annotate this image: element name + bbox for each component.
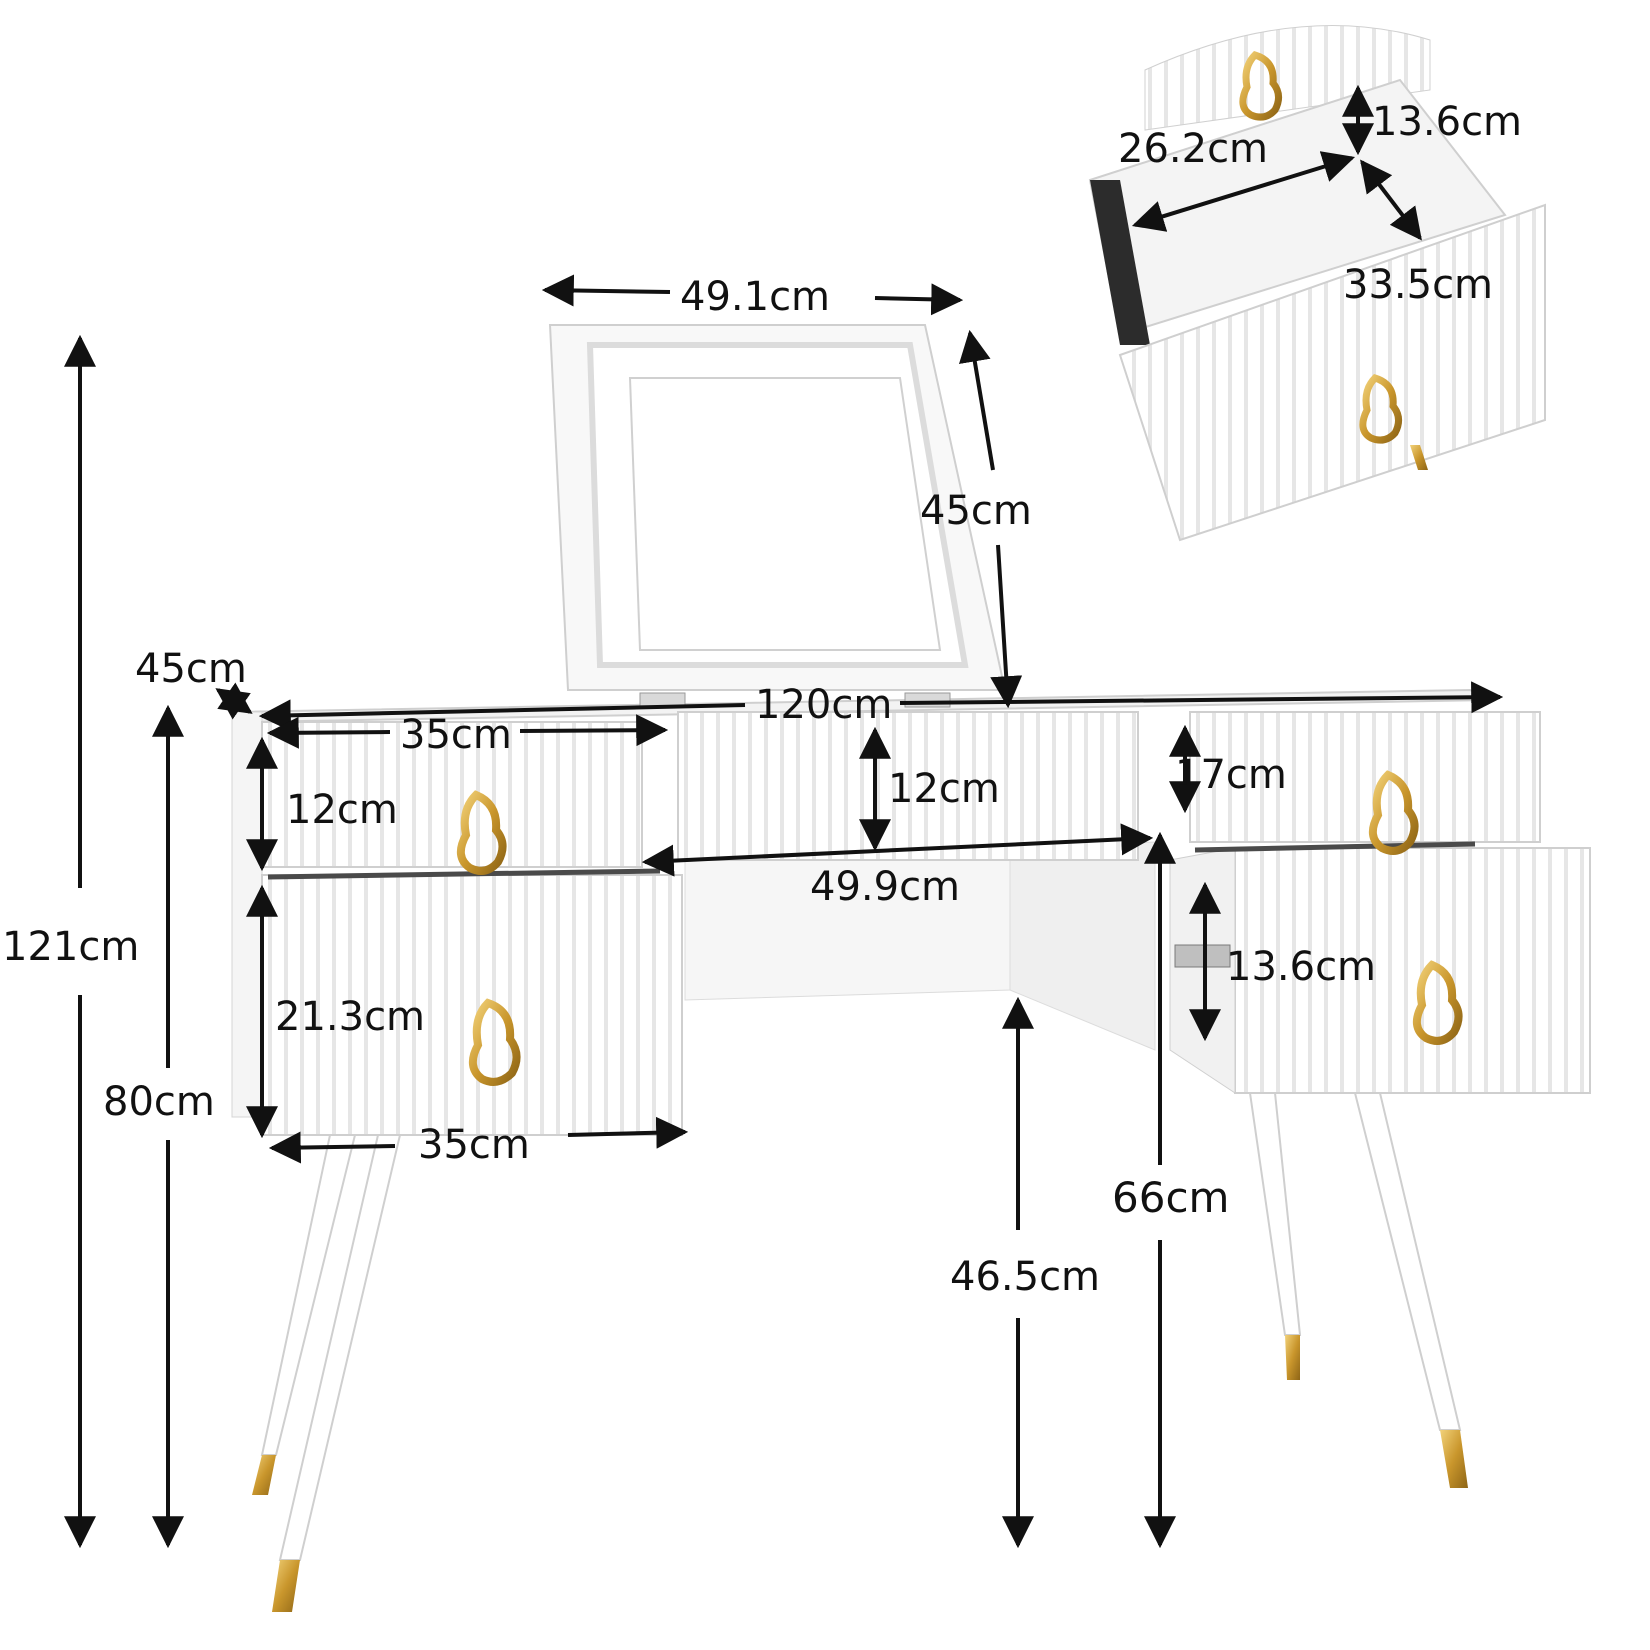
inset-drawer-width-label: 26.2cm xyxy=(1118,126,1268,172)
drawer-top-right xyxy=(1189,711,1541,843)
knee-clearance-label: 46.5cm xyxy=(950,1254,1100,1300)
mirror-height-label: 45cm xyxy=(920,488,1032,534)
top-right-drawer-height-label: 17cm xyxy=(1175,752,1287,798)
drawer-gap-left xyxy=(267,868,661,880)
dimension-labels: 49.1cm 45cm 45cm 120cm 35cm 12cm 12cm 17… xyxy=(2,99,1522,1300)
center-drawer-height-label: 12cm xyxy=(888,766,1000,812)
drawer-bottom-left xyxy=(261,874,683,1136)
gold-handle-icon xyxy=(468,998,521,1086)
gold-handle-icon xyxy=(456,790,507,875)
gold-handle-icon xyxy=(1359,374,1402,444)
gold-handle-icon xyxy=(1368,770,1419,855)
knee-space-width-label: 49.9cm xyxy=(810,864,960,910)
inset-drawer-side-rail xyxy=(1090,180,1150,345)
inset-drawer-front xyxy=(1118,203,1546,542)
drawer-bottom-right-open xyxy=(1234,847,1591,1094)
dimension-lines xyxy=(64,84,1504,1549)
left-cabinet-side xyxy=(231,711,263,1118)
top-left-drawer-width-label: 35cm xyxy=(400,712,512,758)
table-height-label: 80cm xyxy=(103,1079,215,1125)
right-leg-clearance-label: 66cm xyxy=(1112,1173,1229,1222)
flip-up-mirror xyxy=(548,324,1007,708)
total-width-label: 120cm xyxy=(755,682,892,728)
inset-drawer-depth-label: 33.5cm xyxy=(1343,262,1493,308)
top-left-drawer-height-label: 12cm xyxy=(286,787,398,833)
knee-space-side-panel xyxy=(1009,841,1156,1051)
gold-handle-icon xyxy=(1412,960,1463,1045)
total-height-label: 121cm xyxy=(2,924,139,970)
mirror-width-label: 49.1cm xyxy=(680,274,830,320)
gold-handle-icon xyxy=(1239,51,1282,121)
drawer-top-left xyxy=(261,721,643,868)
vanity-table xyxy=(229,324,1591,1612)
bottom-left-drawer-width-label: 35cm xyxy=(418,1122,530,1168)
drawer-gap-right xyxy=(1194,841,1476,853)
inset-drawer-height-label: 13.6cm xyxy=(1372,99,1522,145)
drawer-slide-rail xyxy=(1174,944,1231,968)
table-legs xyxy=(252,1092,1468,1612)
bottom-right-drawer-height-label: 13.6cm xyxy=(1226,944,1376,990)
depth-label: 45cm xyxy=(135,646,247,692)
bottom-left-drawer-height-label: 21.3cm xyxy=(275,994,425,1040)
mirror-hinge-icon xyxy=(904,692,951,708)
